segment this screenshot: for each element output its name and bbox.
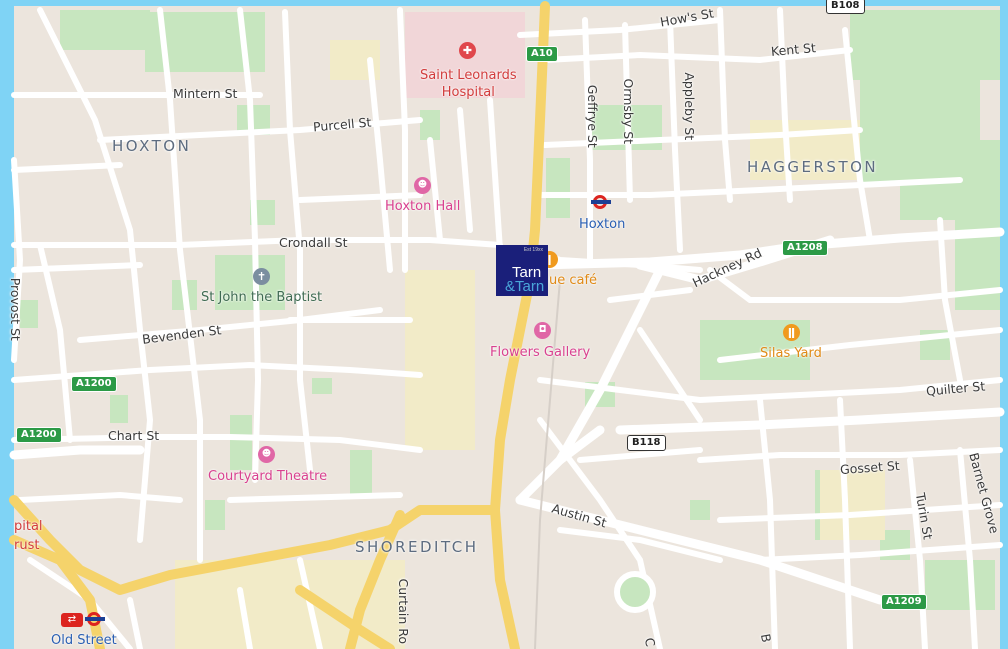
area-haggerston: HAGGERSTON bbox=[747, 158, 879, 176]
shield-a1200-top: A1200 bbox=[71, 376, 117, 392]
street-geffrye-st: Geffrye St bbox=[584, 84, 600, 148]
church-icon[interactable]: ✝ bbox=[253, 268, 270, 285]
poi-hospital[interactable]: Saint Leonards Hospital bbox=[420, 68, 517, 100]
poi-old-street[interactable]: Old Street bbox=[51, 633, 117, 648]
restaurant-icon-silas[interactable]: ǁ bbox=[783, 324, 800, 341]
land-area bbox=[14, 6, 1000, 649]
theatre-icon-courtyard[interactable]: ☻ bbox=[258, 446, 275, 463]
shield-b118: B118 bbox=[627, 435, 666, 451]
major-roads bbox=[9, 1, 550, 649]
street-b-partial: B bbox=[757, 632, 775, 644]
shield-a1208: A1208 bbox=[782, 240, 828, 256]
street-chart-st: Chart St bbox=[108, 428, 160, 443]
underground-icon-old-street[interactable] bbox=[85, 612, 105, 628]
poi-courtyard-theatre[interactable]: Courtyard Theatre bbox=[208, 469, 328, 484]
hospital-icon[interactable]: ✚ bbox=[459, 42, 476, 59]
poi-hoxton-station[interactable]: Hoxton bbox=[579, 217, 626, 232]
street-c-partial: C bbox=[641, 636, 659, 648]
poi-st-john[interactable]: St John the Baptist bbox=[201, 290, 323, 305]
poi-hoxton-hall[interactable]: Hoxton Hall bbox=[385, 199, 461, 214]
marker-line1: Tarn bbox=[512, 264, 542, 281]
street-mintern-st: Mintern St bbox=[173, 86, 238, 101]
road-a1202 bbox=[9, 495, 500, 595]
rail-icon[interactable]: ⇄ bbox=[61, 613, 83, 627]
poi-rust: rust bbox=[14, 538, 40, 553]
street-curtain-rd: Curtain Ro bbox=[396, 578, 411, 645]
marker-est: Est 19xx bbox=[523, 247, 543, 253]
location-marker[interactable]: Est 19xx Tarn &Tarn bbox=[496, 245, 548, 296]
poi-pital: pital bbox=[14, 519, 43, 534]
street-appleby-st: Appleby St bbox=[682, 72, 698, 141]
shield-a1209: A1209 bbox=[881, 594, 927, 610]
road-a10 bbox=[490, 1, 550, 649]
railway bbox=[534, 279, 561, 649]
gallery-icon[interactable]: ◘ bbox=[534, 322, 551, 339]
poi-silas-yard[interactable]: Silas Yard bbox=[760, 346, 822, 361]
roundabout bbox=[614, 571, 656, 613]
shield-b108: B108 bbox=[826, 0, 865, 14]
shield-a1200-left: A1200 bbox=[16, 427, 62, 443]
area-hoxton: HOXTON bbox=[112, 137, 192, 155]
theatre-icon[interactable]: ☻ bbox=[414, 177, 431, 194]
street-ormsby-st: Ormsby St bbox=[621, 78, 637, 145]
street-provost-st: Provost St bbox=[7, 277, 23, 341]
street-crondall-st: Crondall St bbox=[279, 235, 348, 250]
poi-flowers-gallery[interactable]: Flowers Gallery bbox=[490, 345, 591, 360]
area-shoreditch: SHOREDITCH bbox=[355, 538, 479, 556]
underground-icon[interactable] bbox=[591, 195, 611, 211]
marker-line2: &Tarn bbox=[505, 278, 545, 295]
shield-a10: A10 bbox=[526, 46, 558, 62]
poi-cafe[interactable]: ue café bbox=[549, 273, 598, 288]
